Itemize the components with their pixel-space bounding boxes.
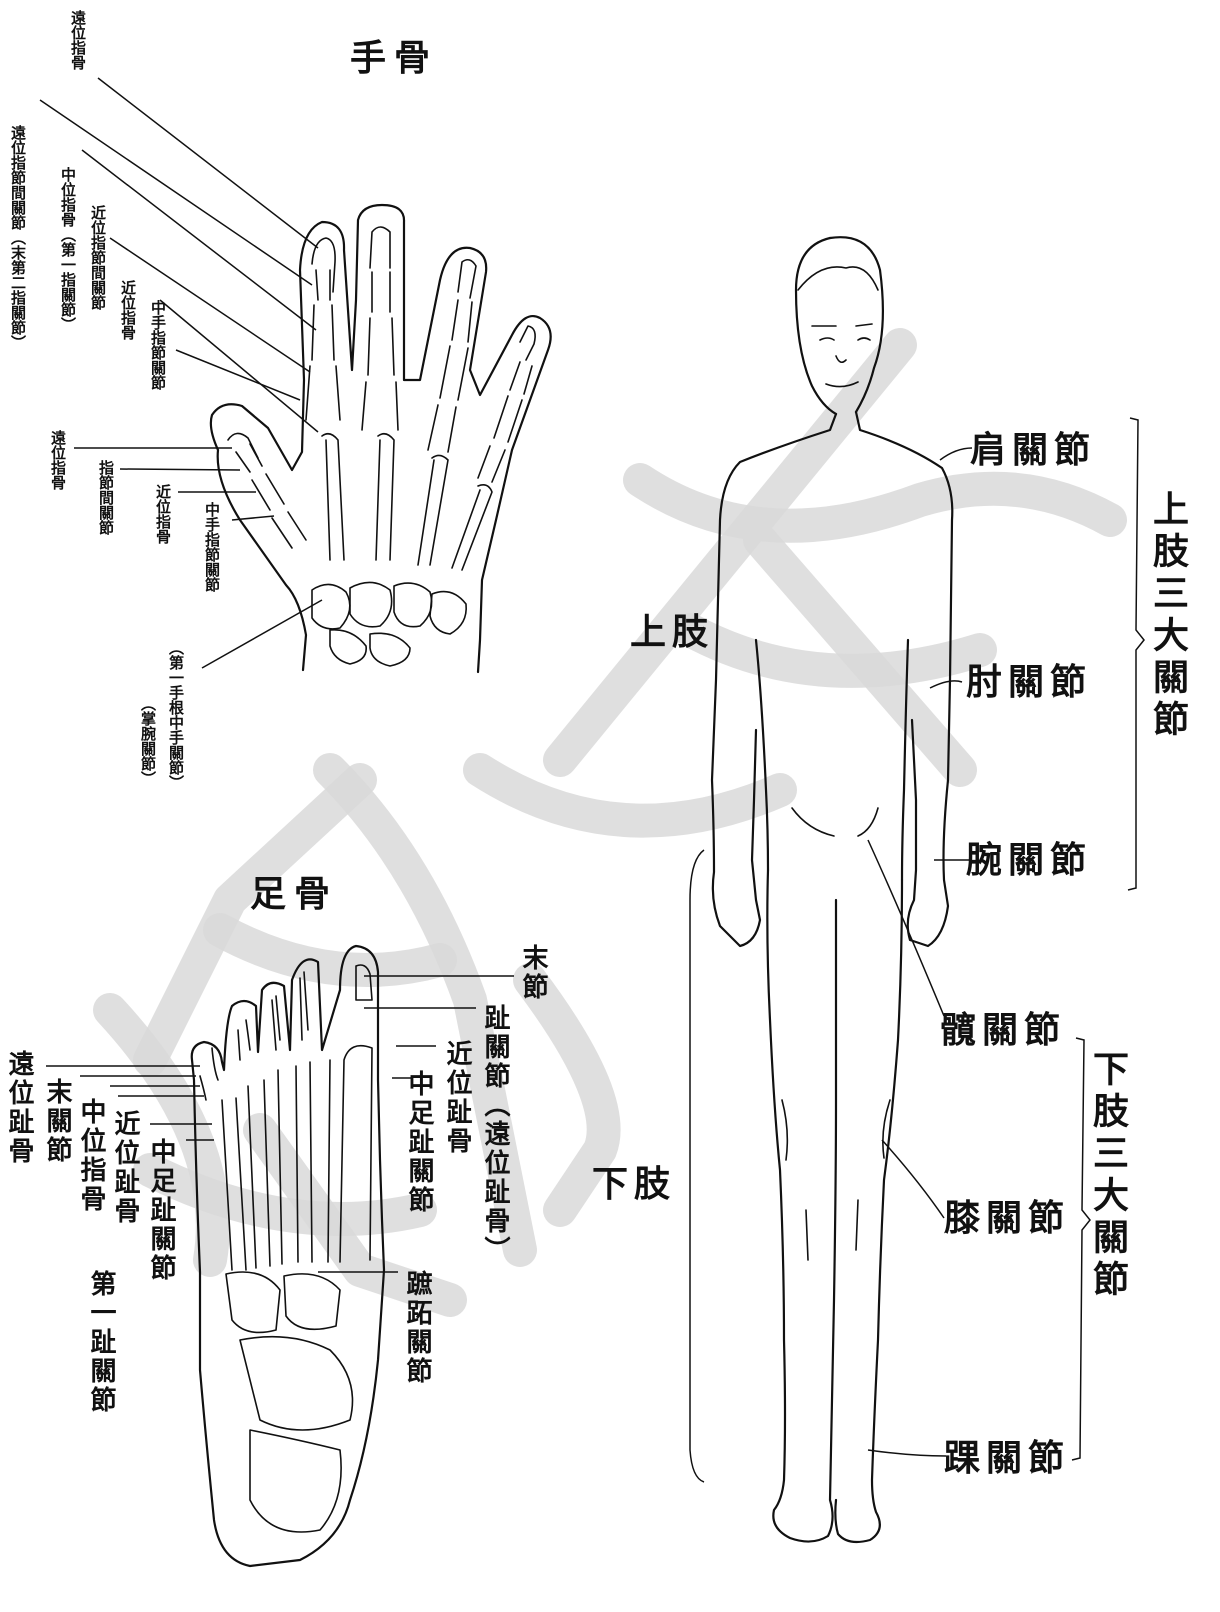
label-hand-pip-joint: 近位指節間關節 bbox=[90, 205, 105, 310]
label-thumb-proximal-phalanx: 近位指骨 bbox=[155, 484, 170, 544]
label-hand-distal-phalanx: 遠位指骨 bbox=[70, 10, 85, 70]
label-hip-joint: 髖關節 bbox=[940, 1012, 1066, 1049]
body-leaders bbox=[690, 418, 1144, 1482]
label-hand-middle-phalanx: 中位指骨（第一指關節） bbox=[60, 124, 75, 374]
label-lower-limb-group: 下肢三大關節 bbox=[1090, 1050, 1126, 1302]
label-first-toe-joint: 第一趾關節 bbox=[88, 1270, 114, 1415]
label-foot-distal-phalanx: 遠位趾骨 bbox=[6, 1050, 32, 1166]
hand-leaders bbox=[40, 78, 322, 668]
label-ankle-joint: 踝關節 bbox=[944, 1440, 1070, 1477]
label-lower-limb: 下肢 bbox=[592, 1166, 676, 1203]
label-wrist-joint: 腕關節 bbox=[966, 842, 1092, 879]
label-foot-middle-phalanx: 中位指骨 bbox=[78, 1098, 104, 1214]
label-shoulder-joint: 肩關節 bbox=[970, 432, 1096, 469]
label-thumb-distal-phalanx: 遠位指骨 bbox=[50, 430, 65, 490]
label-cmc-joint: （第一手根中手關節） bbox=[168, 600, 183, 830]
hand-drawing bbox=[211, 205, 551, 672]
label-tmt-joint: 蹠跖關節 bbox=[404, 1270, 430, 1386]
label-thumb-ip-joint: 指節間關節 bbox=[98, 460, 113, 535]
label-elbow-joint: 肘關節 bbox=[966, 664, 1092, 701]
label-hand-proximal-phalanx: 近位指骨 bbox=[120, 280, 135, 340]
label-cmc-note: （掌腕關節） bbox=[140, 696, 155, 786]
label-hand-dip-joint: 遠位指節間關節（末第二指關節） bbox=[10, 72, 25, 402]
foot-title: 足骨 bbox=[250, 876, 338, 913]
watermark-strokes bbox=[110, 345, 1110, 1300]
label-upper-limb: 上肢 bbox=[630, 614, 714, 651]
label-foot-proximal-phalanx-left: 近位趾骨 bbox=[112, 1110, 138, 1226]
label-knee-joint: 膝關節 bbox=[944, 1200, 1070, 1237]
label-foot-proximal-phalanx-right: 近位趾骨 bbox=[444, 1040, 470, 1156]
label-upper-limb-group: 上肢三大關節 bbox=[1150, 490, 1186, 742]
label-foot-mtp-right: 中足趾關節 bbox=[406, 1070, 432, 1215]
label-foot-toe-joint: 趾關節（遠位趾骨） bbox=[482, 1004, 508, 1224]
label-foot-end-segment: 末節 bbox=[520, 944, 546, 1002]
label-foot-mtp-left: 中足趾關節 bbox=[148, 1138, 174, 1283]
hand-title: 手骨 bbox=[350, 40, 438, 77]
label-thumb-mcp-joint: 中手指節關節 bbox=[204, 502, 219, 592]
label-hand-mcp-joint: 中手指節關節 bbox=[150, 300, 165, 390]
label-foot-end-joint: 末關節 bbox=[44, 1078, 70, 1165]
